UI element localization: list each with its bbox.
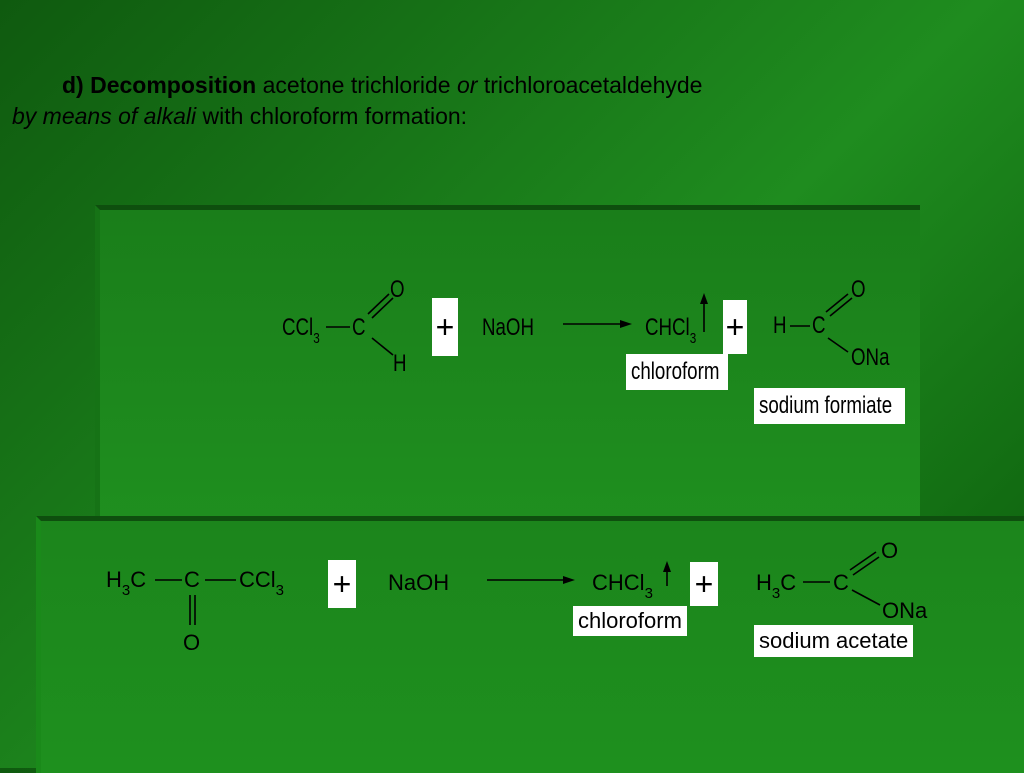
r2-reactant-oxygen: O [183, 630, 201, 655]
r1-label-sodium-formiate: sodium formiate [754, 388, 905, 424]
r2-reagent-naoh: NaOH [388, 570, 450, 595]
r1-formiate-o: O [851, 276, 866, 303]
r1-formiate-c: C [812, 312, 826, 339]
r2-plus-sign: + [328, 560, 356, 608]
r2-acetate-h3c: H3C [756, 570, 797, 602]
heading-text-2: trichloroacetaldehyde [483, 72, 703, 98]
r1-formiate-ona: ONa [851, 344, 890, 371]
r2-acetate-oxygen: O [881, 538, 899, 563]
heading-bold-term: Decomposition [90, 72, 257, 98]
heading-label: d) [62, 72, 84, 98]
r1-plus-sign-2: + [723, 300, 747, 354]
r1-product-chcl3: CHCl3 [645, 314, 697, 348]
heading-text-1: acetone trichloride [262, 72, 451, 98]
r1-reagent-naoh: NaOH [482, 314, 535, 341]
r2-reactant-h3c: H3C [106, 567, 147, 599]
r1-reactant-carbon: C [352, 314, 366, 341]
r1-reactant-oxygen: O [390, 276, 405, 303]
r2-label-sodium-acetate: sodium acetate [754, 625, 914, 657]
r2-reactant-carbon: C [184, 567, 200, 592]
r2-acetate-ona: ONa [882, 598, 928, 623]
r2-label-chloroform: chloroform [573, 606, 687, 636]
heading-text-3: with chloroform formation: [202, 103, 468, 129]
reaction-panel-top [95, 205, 920, 525]
heading-line-1: d) Decomposition acetone trichloride or … [12, 70, 912, 101]
r1-reactant-hydrogen: H [393, 350, 407, 377]
r1-plus-sign: + [432, 298, 458, 356]
r1-label-chloroform: chloroform [626, 354, 728, 390]
r2-plus-sign-2: + [690, 562, 718, 606]
heading-italic-phrase: by means of alkali [12, 103, 197, 129]
slide-heading: d) Decomposition acetone trichloride or … [12, 70, 912, 132]
r2-reactant-ccl3: CCl3 [239, 567, 285, 599]
r1-reactant-ccl3: CCl3 [282, 314, 320, 348]
r2-product-chcl3: CHCl3 [592, 570, 653, 602]
r1-formiate-h: H [773, 312, 787, 339]
heading-line-2: by means of alkali with chloroform forma… [12, 101, 912, 132]
heading-or: or [456, 72, 478, 98]
r2-acetate-carbon: C [833, 570, 849, 595]
